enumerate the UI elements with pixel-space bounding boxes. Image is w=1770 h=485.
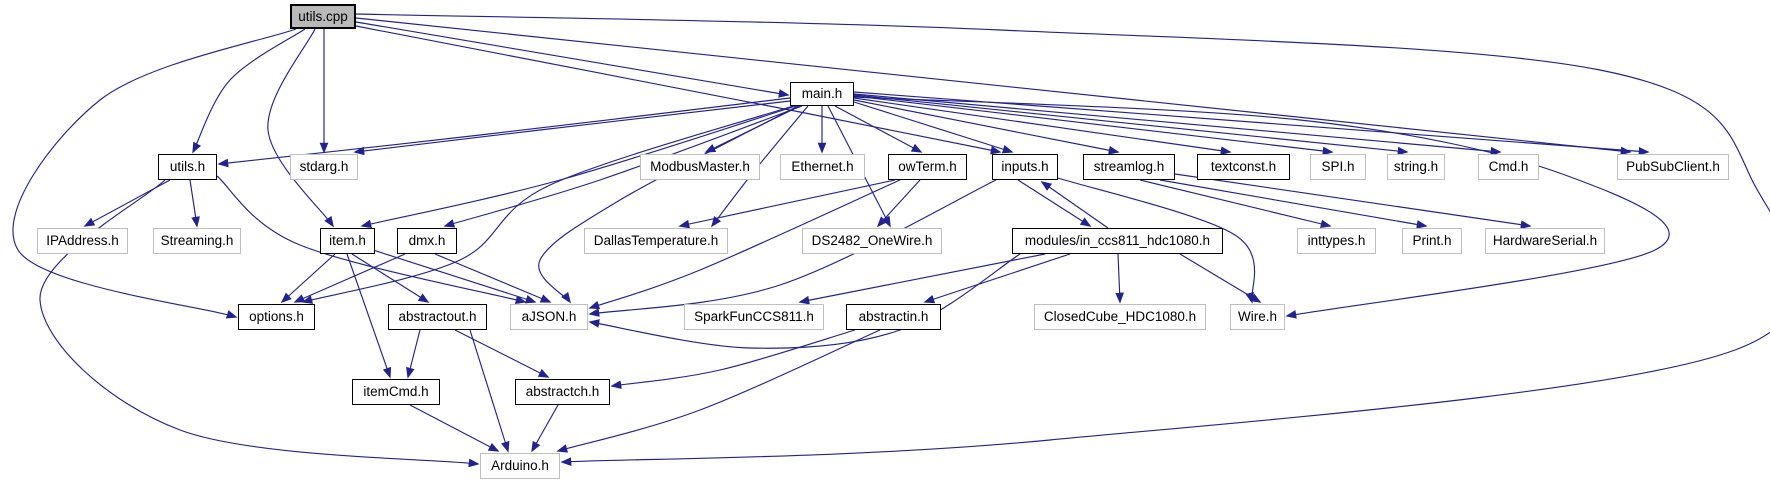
- edge-abstractout_h-to-abstractch_h: [454, 329, 550, 378]
- node-abstractin-h[interactable]: abstractin.h: [846, 304, 941, 330]
- edge-item_h-to-abstractout_h: [351, 253, 430, 303]
- node-pubsubclient-h: PubSubClient.h: [1617, 154, 1729, 180]
- node-sparkfunccs811-h: SparkFunCCS811.h: [684, 304, 824, 330]
- node-item-h[interactable]: item.h: [320, 228, 375, 254]
- edge-itemcmd_h-to-arduino_h: [409, 404, 500, 452]
- node-textconst-h[interactable]: textconst.h: [1197, 154, 1290, 180]
- edge-utils_h-to-streaming_h: [189, 179, 200, 228]
- edge-main_h-to-textconst_h: [853, 97, 1232, 156]
- edge-inputs_h-to-wire_h: [1057, 177, 1256, 304]
- edge-in_ccs811_hdc1080_h-to-sparkfunccs811_h: [798, 253, 1046, 305]
- edge-main_h-to-owterm_h: [834, 105, 923, 153]
- edge-inputs_h-to-in_ccs811_hdc1080_h: [1017, 179, 1092, 227]
- edge-in_ccs811_hdc1080_h-to-inputs_h: [1040, 181, 1109, 229]
- node-owterm-h[interactable]: owTerm.h: [888, 154, 967, 180]
- node-streaming-h: Streaming.h: [153, 228, 241, 254]
- edge-in_ccs811_hdc1080_h-to-ajson_h: [588, 253, 1021, 349]
- edge-in_ccs811_hdc1080_h-to-closedcube_hdc1080_h: [1115, 253, 1124, 304]
- node-utils-h[interactable]: utils.h: [158, 154, 217, 180]
- edge-utils_cpp-to-item_h: [267, 28, 334, 228]
- edge-utils_cpp-to-options_h: [12, 28, 297, 319]
- edge-main_h-to-options_h: [301, 105, 794, 304]
- node-ds2482-onewire-h: DS2482_OneWire.h: [802, 228, 942, 254]
- node-ipaddress-h: IPAddress.h: [37, 228, 128, 254]
- edge-item_h-to-ajson_h: [372, 249, 537, 304]
- edge-inputs_h-to-ajson_h: [588, 179, 997, 317]
- edge-abstractin_h-to-abstractch_h: [610, 329, 856, 389]
- edge-main_h-to-cmd_h: [853, 93, 1502, 156]
- node-main-h[interactable]: main.h: [790, 82, 854, 106]
- node-wire-h: Wire.h: [1230, 304, 1285, 330]
- node-stdarg-h: stdarg.h: [290, 154, 358, 180]
- edge-main_h-to-ajson_h: [538, 105, 799, 304]
- node-closedcube-hdc1080-h: ClosedCube_HDC1080.h: [1034, 304, 1206, 330]
- node-dmx-h[interactable]: dmx.h: [397, 228, 457, 254]
- edge-in_ccs811_hdc1080_h-to-wire_h: [1179, 253, 1262, 303]
- node-arduino-h: Arduino.h: [480, 453, 560, 479]
- node-modules-in-ccs811-hdc1080-h[interactable]: modules/in_ccs811_hdc1080.h: [1012, 228, 1223, 254]
- node-modbusmaster-h: ModbusMaster.h: [640, 154, 760, 180]
- edge-dmx_h-to-options_h: [293, 253, 406, 303]
- edge-utils_cpp-to-inputs_h: [355, 25, 1002, 155]
- edge-owterm_h-to-ds2482_onewire_h: [876, 179, 921, 228]
- edge-main_h-to-wire_h: [853, 96, 1670, 319]
- edge-abstractch_h-to-arduino_h: [531, 404, 559, 453]
- edge-utils_cpp-to-main_h: [355, 21, 790, 98]
- edge-abstractout_h-to-itemcmd_h: [406, 329, 421, 379]
- edge-main_h-to-dmx_h: [443, 105, 803, 228]
- edge-dmx_h-to-ajson_h: [434, 253, 552, 303]
- edge-utils_cpp-to-utils_h: [192, 28, 306, 154]
- node-spi-h: SPI.h: [1310, 154, 1366, 180]
- node-ethernet-h: Ethernet.h: [780, 154, 865, 180]
- edge-main_h-to-spi_h: [853, 95, 1334, 156]
- edge-item_h-to-itemcmd_h: [346, 253, 392, 379]
- edge-main_h-to-inputs_h: [853, 101, 1014, 154]
- node-ajson-h: aJSON.h: [510, 304, 588, 330]
- edge-main_h-to-string_h: [853, 94, 1409, 156]
- node-cmd-h: Cmd.h: [1478, 154, 1539, 180]
- edge-utils_cpp-to-pubsubclient_h: [355, 17, 1632, 156]
- edge-main_h-to-utils_h: [217, 97, 791, 168]
- edge-abstractin_h-to-arduino_h: [556, 329, 881, 453]
- edge-streamlog_h-to-print_h: [1159, 179, 1428, 229]
- node-options-h[interactable]: options.h: [238, 304, 315, 330]
- edge-main_h-to-streamlog_h: [853, 99, 1120, 155]
- node-inputs-h[interactable]: inputs.h: [992, 154, 1058, 180]
- edge-item_h-to-options_h: [280, 253, 336, 304]
- node-abstractout-h[interactable]: abstractout.h: [388, 304, 487, 330]
- edge-abstractout_h-to-arduino_h: [469, 329, 510, 453]
- edge-streamlog_h-to-hardwareserial_h: [1174, 173, 1532, 229]
- node-itemcmd-h[interactable]: itemCmd.h: [352, 379, 440, 405]
- node-inttypes-h: inttypes.h: [1297, 228, 1376, 254]
- node-dallastemperature-h: DallasTemperature.h: [584, 228, 728, 254]
- node-abstractch-h[interactable]: abstractch.h: [515, 379, 610, 405]
- node-string-h: string.h: [1387, 154, 1445, 180]
- node-streamlog-h[interactable]: streamlog.h: [1083, 154, 1175, 180]
- edge-owterm_h-to-dallastemperature_h: [678, 179, 896, 229]
- edge-owterm_h-to-ajson_h: [588, 179, 901, 310]
- edge-utils_h-to-ajson_h: [216, 175, 527, 304]
- edge-main_h-to-stdarg_h: [353, 100, 791, 156]
- edge-utils_cpp-to-arduino_h: [355, 13, 1770, 466]
- node-hardwareserial-h: HardwareSerial.h: [1485, 228, 1605, 254]
- node-utils-cpp: utils.cpp: [290, 4, 356, 29]
- edge-in_ccs811_hdc1080_h-to-abstractin_h: [923, 253, 1071, 304]
- node-print-h: Print.h: [1402, 228, 1462, 254]
- edge-streamlog_h-to-inttypes_h: [1139, 179, 1332, 229]
